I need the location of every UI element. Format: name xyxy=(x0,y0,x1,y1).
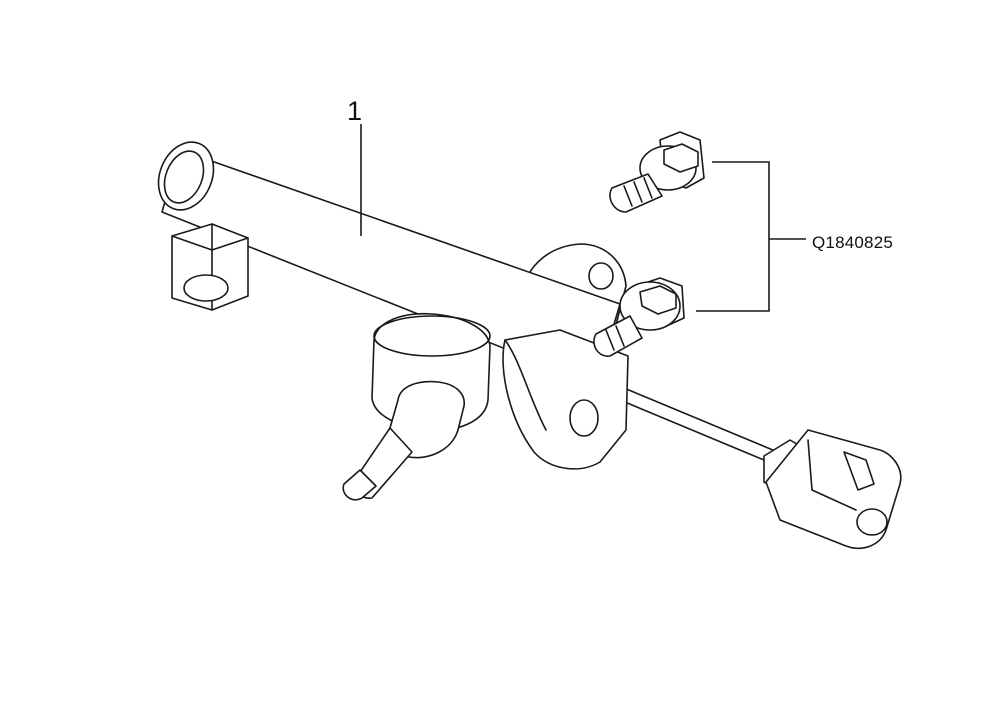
fuel-rail-tube xyxy=(157,141,621,386)
bolt-upper xyxy=(609,131,705,213)
callout-part-code: Q1840825 xyxy=(812,233,894,252)
mounting-bracket-front xyxy=(502,329,629,470)
leader-bracket-q xyxy=(696,161,770,312)
right-end-fitting xyxy=(763,429,902,550)
left-hex-fitting xyxy=(171,223,249,311)
bolt-lower xyxy=(593,277,685,357)
callout-item-number: 1 xyxy=(347,96,363,126)
leader-lines xyxy=(360,124,806,312)
outlet-port xyxy=(342,312,491,501)
